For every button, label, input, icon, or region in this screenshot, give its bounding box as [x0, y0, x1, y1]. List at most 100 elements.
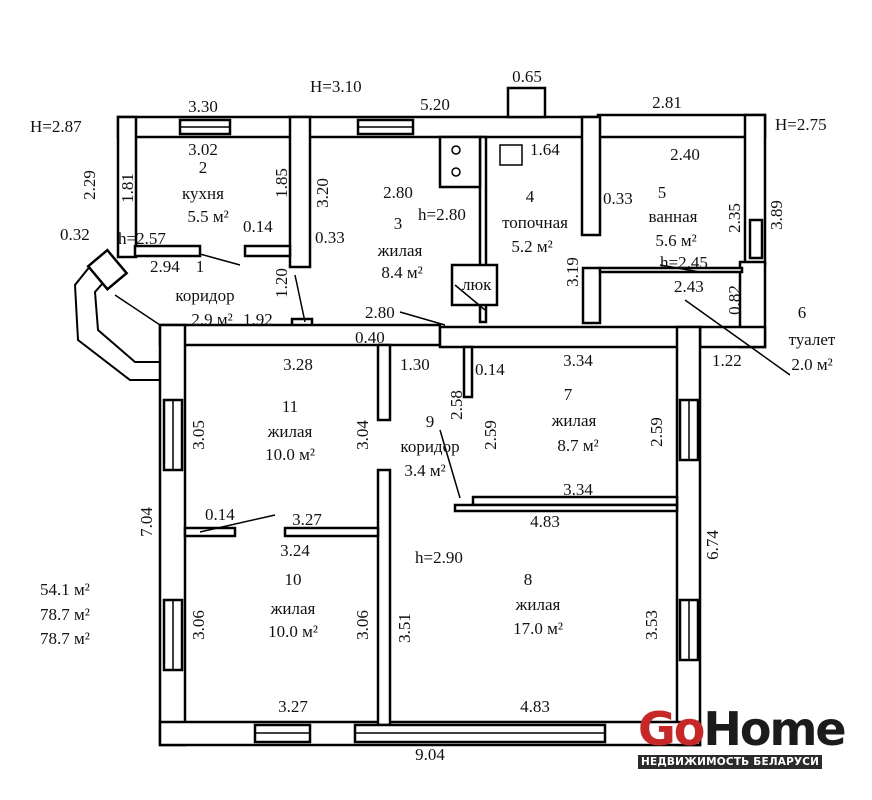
- dimensions: 3.30 3.02 5.20 0.65 2.81 2.40 2.80 1.64 …: [60, 67, 786, 764]
- svg-text:3.30: 3.30: [188, 97, 218, 116]
- svg-text:1.85: 1.85: [272, 168, 291, 198]
- svg-text:туалет: туалет: [789, 330, 836, 349]
- svg-text:0.65: 0.65: [512, 67, 542, 86]
- svg-text:2.0 м²: 2.0 м²: [791, 355, 832, 374]
- svg-text:коридор: коридор: [400, 437, 459, 456]
- room-10: 10 жилая 10.0 м²: [268, 570, 318, 641]
- svg-text:3.28: 3.28: [283, 355, 313, 374]
- svg-text:3.04: 3.04: [353, 420, 372, 450]
- logo-go: Go: [638, 702, 705, 756]
- svg-text:0.40: 0.40: [355, 328, 385, 347]
- svg-text:жилая: жилая: [270, 599, 316, 618]
- svg-text:3.20: 3.20: [313, 178, 332, 208]
- room-8: 8 жилая 17.0 м²: [513, 570, 563, 638]
- svg-text:0.14: 0.14: [475, 360, 505, 379]
- svg-text:3.34: 3.34: [563, 351, 593, 370]
- height-label: H=3.10: [310, 77, 362, 96]
- hatch-label: люк: [462, 275, 492, 294]
- logo-home: Home: [703, 702, 846, 756]
- room-11: 11 жилая 10.0 м²: [265, 397, 315, 464]
- svg-text:1.20: 1.20: [272, 268, 291, 298]
- svg-text:6: 6: [798, 303, 807, 322]
- svg-text:7.04: 7.04: [137, 507, 156, 537]
- svg-text:0.14: 0.14: [243, 217, 273, 236]
- svg-text:10: 10: [285, 570, 302, 589]
- svg-text:1.22: 1.22: [712, 351, 742, 370]
- svg-text:жилая: жилая: [551, 411, 597, 430]
- svg-text:2.80: 2.80: [365, 303, 395, 322]
- svg-text:3.51: 3.51: [395, 613, 414, 643]
- svg-text:2.43: 2.43: [674, 277, 704, 296]
- svg-text:2.9 м²: 2.9 м²: [191, 310, 232, 329]
- svg-text:6.74: 6.74: [703, 530, 722, 560]
- svg-text:3: 3: [394, 214, 403, 233]
- room-6: 6 туалет 2.0 м²: [789, 303, 836, 374]
- leader-lines: [114, 253, 791, 533]
- room-7: 7 жилая 8.7 м²: [551, 385, 599, 455]
- svg-text:жилая: жилая: [377, 241, 423, 260]
- svg-text:коридор: коридор: [175, 286, 234, 305]
- svg-text:9.04: 9.04: [415, 745, 445, 764]
- room-2: 2 кухня 5.5 м²: [182, 158, 229, 226]
- stove-burners: [451, 144, 523, 177]
- height-label: H=2.75: [775, 115, 827, 134]
- svg-text:3.4 м²: 3.4 м²: [404, 461, 445, 480]
- svg-text:1.92: 1.92: [243, 310, 273, 329]
- svg-text:2.58: 2.58: [447, 390, 466, 420]
- gohome-logo: GoHome НЕДВИЖИМОСТЬ БЕЛАРУСИ: [638, 706, 847, 770]
- svg-text:2.80: 2.80: [383, 183, 413, 202]
- svg-text:4: 4: [526, 187, 535, 206]
- hatch: [450, 263, 499, 307]
- svg-text:11: 11: [282, 397, 298, 416]
- svg-text:1.30: 1.30: [400, 355, 430, 374]
- height-label: H=2.87: [30, 117, 82, 136]
- chimney: [506, 86, 547, 119]
- svg-text:2.81: 2.81: [652, 93, 682, 112]
- svg-text:8: 8: [524, 570, 533, 589]
- svg-text:54.1 м²: 54.1 м²: [40, 580, 90, 599]
- svg-text:жилая: жилая: [515, 595, 561, 614]
- svg-text:жилая: жилая: [267, 422, 313, 441]
- svg-text:5.6 м²: 5.6 м²: [655, 231, 696, 250]
- svg-text:1.64: 1.64: [530, 140, 560, 159]
- svg-text:17.0 м²: 17.0 м²: [513, 619, 563, 638]
- svg-text:3.89: 3.89: [767, 200, 786, 230]
- svg-text:7: 7: [564, 385, 573, 404]
- svg-text:2.94: 2.94: [150, 257, 180, 276]
- svg-text:0.32: 0.32: [60, 225, 90, 244]
- svg-text:0.82: 0.82: [725, 285, 744, 315]
- svg-text:2.29: 2.29: [80, 170, 99, 200]
- room-5: 5 ванная 5.6 м²: [649, 183, 698, 250]
- room-4: 4 топочная 5.2 м²: [502, 187, 568, 256]
- room-9: 9 коридор 3.4 м²: [400, 412, 459, 480]
- boiler-icon: [499, 144, 523, 166]
- svg-text:0.33: 0.33: [315, 228, 345, 247]
- svg-text:1.81: 1.81: [118, 173, 137, 203]
- room-3: 3 жилая 8.4 м²: [377, 214, 423, 282]
- svg-text:топочная: топочная: [502, 213, 568, 232]
- svg-text:1: 1: [196, 257, 205, 276]
- svg-text:5.2 м²: 5.2 м²: [511, 237, 552, 256]
- svg-text:4.83: 4.83: [530, 512, 560, 531]
- svg-text:10.0 м²: 10.0 м²: [265, 445, 315, 464]
- svg-text:3.53: 3.53: [642, 610, 661, 640]
- svg-text:2.59: 2.59: [481, 420, 500, 450]
- height-label: h=2.80: [418, 205, 466, 224]
- svg-text:2.59: 2.59: [647, 417, 666, 447]
- logo-tagline: НЕДВИЖИМОСТЬ БЕЛАРУСИ: [638, 755, 823, 769]
- svg-text:3.24: 3.24: [280, 541, 310, 560]
- svg-text:2: 2: [199, 158, 208, 177]
- svg-text:3.02: 3.02: [188, 140, 218, 159]
- svg-text:3.19: 3.19: [563, 257, 582, 287]
- stove: [438, 135, 482, 189]
- svg-text:кухня: кухня: [182, 184, 224, 203]
- svg-text:8.7 м²: 8.7 м²: [557, 436, 598, 455]
- svg-text:78.7 м²: 78.7 м²: [40, 629, 90, 648]
- svg-text:2.40: 2.40: [670, 145, 700, 164]
- room-1: 1 коридор 2.9 м²: [175, 257, 234, 329]
- height-label: h=2.90: [415, 548, 463, 567]
- svg-text:78.7 м²: 78.7 м²: [40, 605, 90, 624]
- svg-text:0.33: 0.33: [603, 189, 633, 208]
- svg-text:5.20: 5.20: [420, 95, 450, 114]
